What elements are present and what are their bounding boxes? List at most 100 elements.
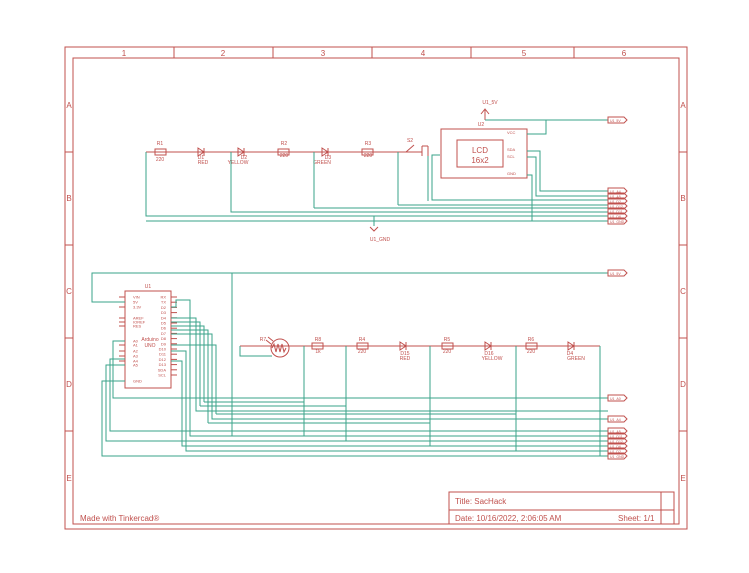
arduino-pin-vin: VIN — [133, 295, 140, 300]
arduino-pin-aref: AREF — [133, 316, 144, 321]
d1-ref: D1 — [198, 155, 205, 161]
row-label-e-right: E — [680, 474, 685, 483]
r1-ref: R1 — [157, 141, 164, 147]
resistor-r3 — [361, 148, 374, 156]
col-label-1: 1 — [122, 49, 127, 58]
top-port-7: U1_GND — [610, 220, 625, 224]
arduino-pin-5v: 5V — [133, 300, 138, 305]
r4-value: 220 — [358, 349, 367, 355]
arduino-pin-d8: D8 — [161, 336, 167, 341]
top-port-1: U1_A4 — [610, 190, 621, 194]
bottom-port-3: U1_A5 — [610, 430, 621, 434]
top-port-5: U1_D11 — [610, 210, 623, 214]
lcd-pin-scl: SCL — [507, 154, 516, 159]
lcd-line1: LCD — [472, 146, 488, 155]
date-text: Date: 10/16/2022, 2:06:05 AM — [455, 514, 562, 523]
col-label-2: 2 — [221, 49, 226, 58]
arduino-pin-d9: D9 — [161, 341, 167, 346]
arduino-pin-d11: D11 — [159, 352, 167, 357]
arduino-pin-d7: D7 — [161, 331, 167, 336]
resistor-r5 — [441, 342, 454, 350]
row-label-c-left: C — [66, 287, 72, 296]
resistor-r1 — [154, 148, 167, 156]
row-label-a-right: A — [680, 101, 686, 110]
r2-ref: R2 — [281, 141, 288, 147]
top-port-2: U1_A5 — [610, 195, 621, 199]
led-d16 — [484, 341, 492, 351]
r2-value: 220 — [280, 153, 289, 159]
bottom-wires — [91, 272, 608, 457]
d16-color: YELLOW — [482, 356, 503, 362]
d2-ref: D2 — [241, 155, 248, 161]
r8-value: 1k — [315, 349, 321, 355]
arduino-pin-res: RES — [133, 324, 142, 329]
top-circuit: U1_5V R1 220 D1 RED D2 YELLOW R2 220 D3 … — [145, 100, 628, 243]
frame-rows: A B C D E A B C D E — [65, 101, 687, 483]
bottom-port-2: U1_A4 — [610, 418, 621, 422]
bottom-circuit: U1 Arduino UNO VIN5V3.3VAREFIOREFRESA0A1… — [91, 269, 628, 460]
top-port-0: U1_5V — [610, 119, 621, 123]
arduino-pin-33v: 3.3V — [133, 305, 142, 310]
d4-color: GREEN — [567, 356, 585, 362]
row-label-e-left: E — [66, 474, 71, 483]
col-label-4: 4 — [421, 49, 426, 58]
arduino-pin-d13: D13 — [159, 362, 167, 367]
col-label-3: 3 — [321, 49, 326, 58]
arduino-pin-ioref: IOREF — [133, 320, 146, 325]
arduino-pin-sda: SDA — [158, 367, 167, 372]
r6-ref: R6 — [528, 337, 535, 343]
d15-ref: D15 — [400, 351, 409, 357]
bottom-ports: U1_5V U1_A0 U1_A4 U1_A5 U1_D11 U1_D12 U1… — [607, 269, 628, 460]
d16-ref: D16 — [484, 351, 493, 357]
row-label-d-right: D — [680, 380, 686, 389]
r5-ref: R5 — [444, 337, 451, 343]
r8-ref: R8 — [315, 337, 322, 343]
r5-value: 220 — [443, 349, 452, 355]
title-text: Title: SacHack — [455, 497, 507, 506]
arduino-u1: U1 Arduino UNO VIN5V3.3VAREFIOREFRESA0A1… — [119, 284, 177, 389]
r6-value: 220 — [527, 349, 536, 355]
tinkercad-credit: Made with Tinkercad® — [80, 514, 159, 523]
r1-value: 220 — [156, 157, 165, 163]
d1-color: RED — [198, 160, 209, 166]
lcd-line2: 16x2 — [471, 156, 489, 165]
top-wires — [145, 119, 608, 226]
bottom-port-0: U1_5V — [610, 272, 621, 276]
led-d2 — [237, 147, 245, 157]
top-ports: U1_5V U1_A4 U1_A5 U1_D2 U1_D12 U1_D11 U1… — [607, 116, 628, 225]
bottom-port-4: U1_D11 — [610, 435, 623, 439]
resistor-r6 — [525, 342, 538, 350]
r4-ref: R4 — [359, 337, 366, 343]
bottom-port-6: U1_D6 — [610, 445, 621, 449]
bottom-port-8: U1_GND — [610, 455, 625, 459]
lcd-pin-vcc: VCC — [507, 130, 516, 135]
bottom-port-5: U1_D12 — [610, 440, 623, 444]
title-block: Title: SacHack Date: 10/16/2022, 2:06:05… — [448, 491, 675, 525]
row-label-a-left: A — [66, 101, 72, 110]
d4-ref: D4 — [567, 351, 574, 357]
resistor-r2 — [277, 148, 290, 156]
led-d15 — [399, 341, 407, 351]
r3-value: 220 — [364, 153, 373, 159]
arduino-pin-a4: A4 — [133, 359, 139, 364]
arduino-pin-scl: SCL — [158, 373, 167, 378]
top-port-3: U1_D2 — [610, 200, 621, 204]
d2-color: YELLOW — [228, 160, 249, 166]
d15-color: RED — [400, 356, 411, 362]
lcd-pin-sda: SDA — [507, 147, 516, 152]
lcd-pin-gnd: GND — [507, 171, 516, 176]
arduino-pin-d2: D2 — [161, 305, 167, 310]
lcd-ref: U2 — [478, 122, 485, 128]
row-label-d-left: D — [66, 380, 72, 389]
bottom-port-1: U1_A0 — [610, 397, 621, 401]
col-label-5: 5 — [522, 49, 527, 58]
top-port-6: U1_D6 — [610, 215, 621, 219]
arduino-pin-tx: TX — [161, 300, 166, 305]
arduino-pin-d5: D5 — [161, 321, 167, 326]
arduino-ref: U1 — [145, 284, 152, 290]
arduino-name1: Arduino — [141, 337, 158, 343]
resistor-r8 — [311, 342, 324, 350]
arduino-pin-d3: D3 — [161, 310, 167, 315]
row-label-b-right: B — [680, 194, 685, 203]
